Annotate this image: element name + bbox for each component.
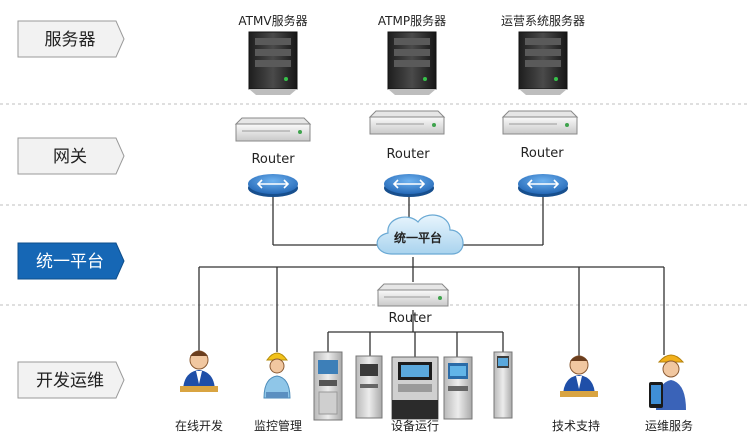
router-label: Router	[520, 146, 564, 161]
platform-label: 统一平台	[394, 230, 442, 245]
router-label: Router	[251, 152, 295, 167]
rack-router-icon	[376, 283, 450, 307]
bottom-router: Router	[376, 283, 450, 326]
endpoint-label: 在线开发	[175, 418, 223, 433]
server-label: ATMV服务器	[238, 13, 307, 28]
server-atmp: ATMP服务器	[378, 13, 446, 95]
support-person-icon	[560, 355, 598, 397]
rack-router-icon	[501, 110, 579, 135]
server-tower-icon	[387, 31, 437, 95]
connection-lines	[198, 197, 665, 362]
endpoint-online-dev: 在线开发	[175, 350, 223, 433]
layer-tag-servers: 服务器	[17, 20, 125, 58]
endpoint-ops-service: 运维服务	[645, 354, 693, 433]
gateway-1: Router	[234, 117, 312, 197]
server-operations: 运营系统服务器	[501, 13, 585, 95]
network-switch-icon	[518, 174, 568, 197]
endpoint-monitoring: 监控管理	[254, 352, 302, 433]
layer-tag-label: 服务器	[45, 30, 96, 50]
router-label: Router	[386, 147, 430, 162]
endpoint-label: 技术支持	[552, 418, 600, 433]
server-atmv: ATMV服务器	[238, 13, 308, 95]
server-tower-icon	[248, 31, 298, 95]
layer-tag-label: 网关	[53, 147, 87, 167]
server-label: 运营系统服务器	[501, 13, 585, 28]
router-label: Router	[388, 311, 432, 326]
rack-router-icon	[234, 117, 312, 142]
layer-tag-platform: 统一平台	[17, 242, 125, 280]
rack-router-icon	[368, 110, 446, 135]
layer-tag-gateway: 网关	[17, 137, 125, 175]
platform-cloud: 统一平台	[376, 214, 464, 255]
developer-person-icon	[180, 350, 218, 392]
endpoint-label: 监控管理	[254, 418, 302, 433]
maintenance-worker-icon	[649, 354, 686, 410]
layer-tag-devops: 开发运维	[17, 361, 125, 399]
endpoint-tech-support: 技术支持	[552, 355, 600, 433]
atm-machines-icon	[313, 351, 513, 421]
gateway-3: Router	[501, 110, 579, 197]
layer-tag-label: 开发运维	[36, 371, 104, 391]
server-label: ATMP服务器	[378, 13, 446, 28]
cloud-icon	[376, 214, 464, 255]
layer-dividers	[0, 103, 750, 306]
monitor-worker-icon	[263, 352, 291, 399]
network-switch-icon	[384, 174, 434, 197]
network-switch-icon	[248, 174, 298, 197]
gateway-2: Router	[368, 110, 446, 197]
endpoint-label: 设备运行	[391, 419, 439, 433]
layer-tag-label: 统一平台	[36, 252, 104, 272]
endpoint-label: 运维服务	[645, 418, 693, 433]
server-tower-icon	[518, 31, 568, 95]
endpoint-device-running: 设备运行	[313, 351, 513, 433]
